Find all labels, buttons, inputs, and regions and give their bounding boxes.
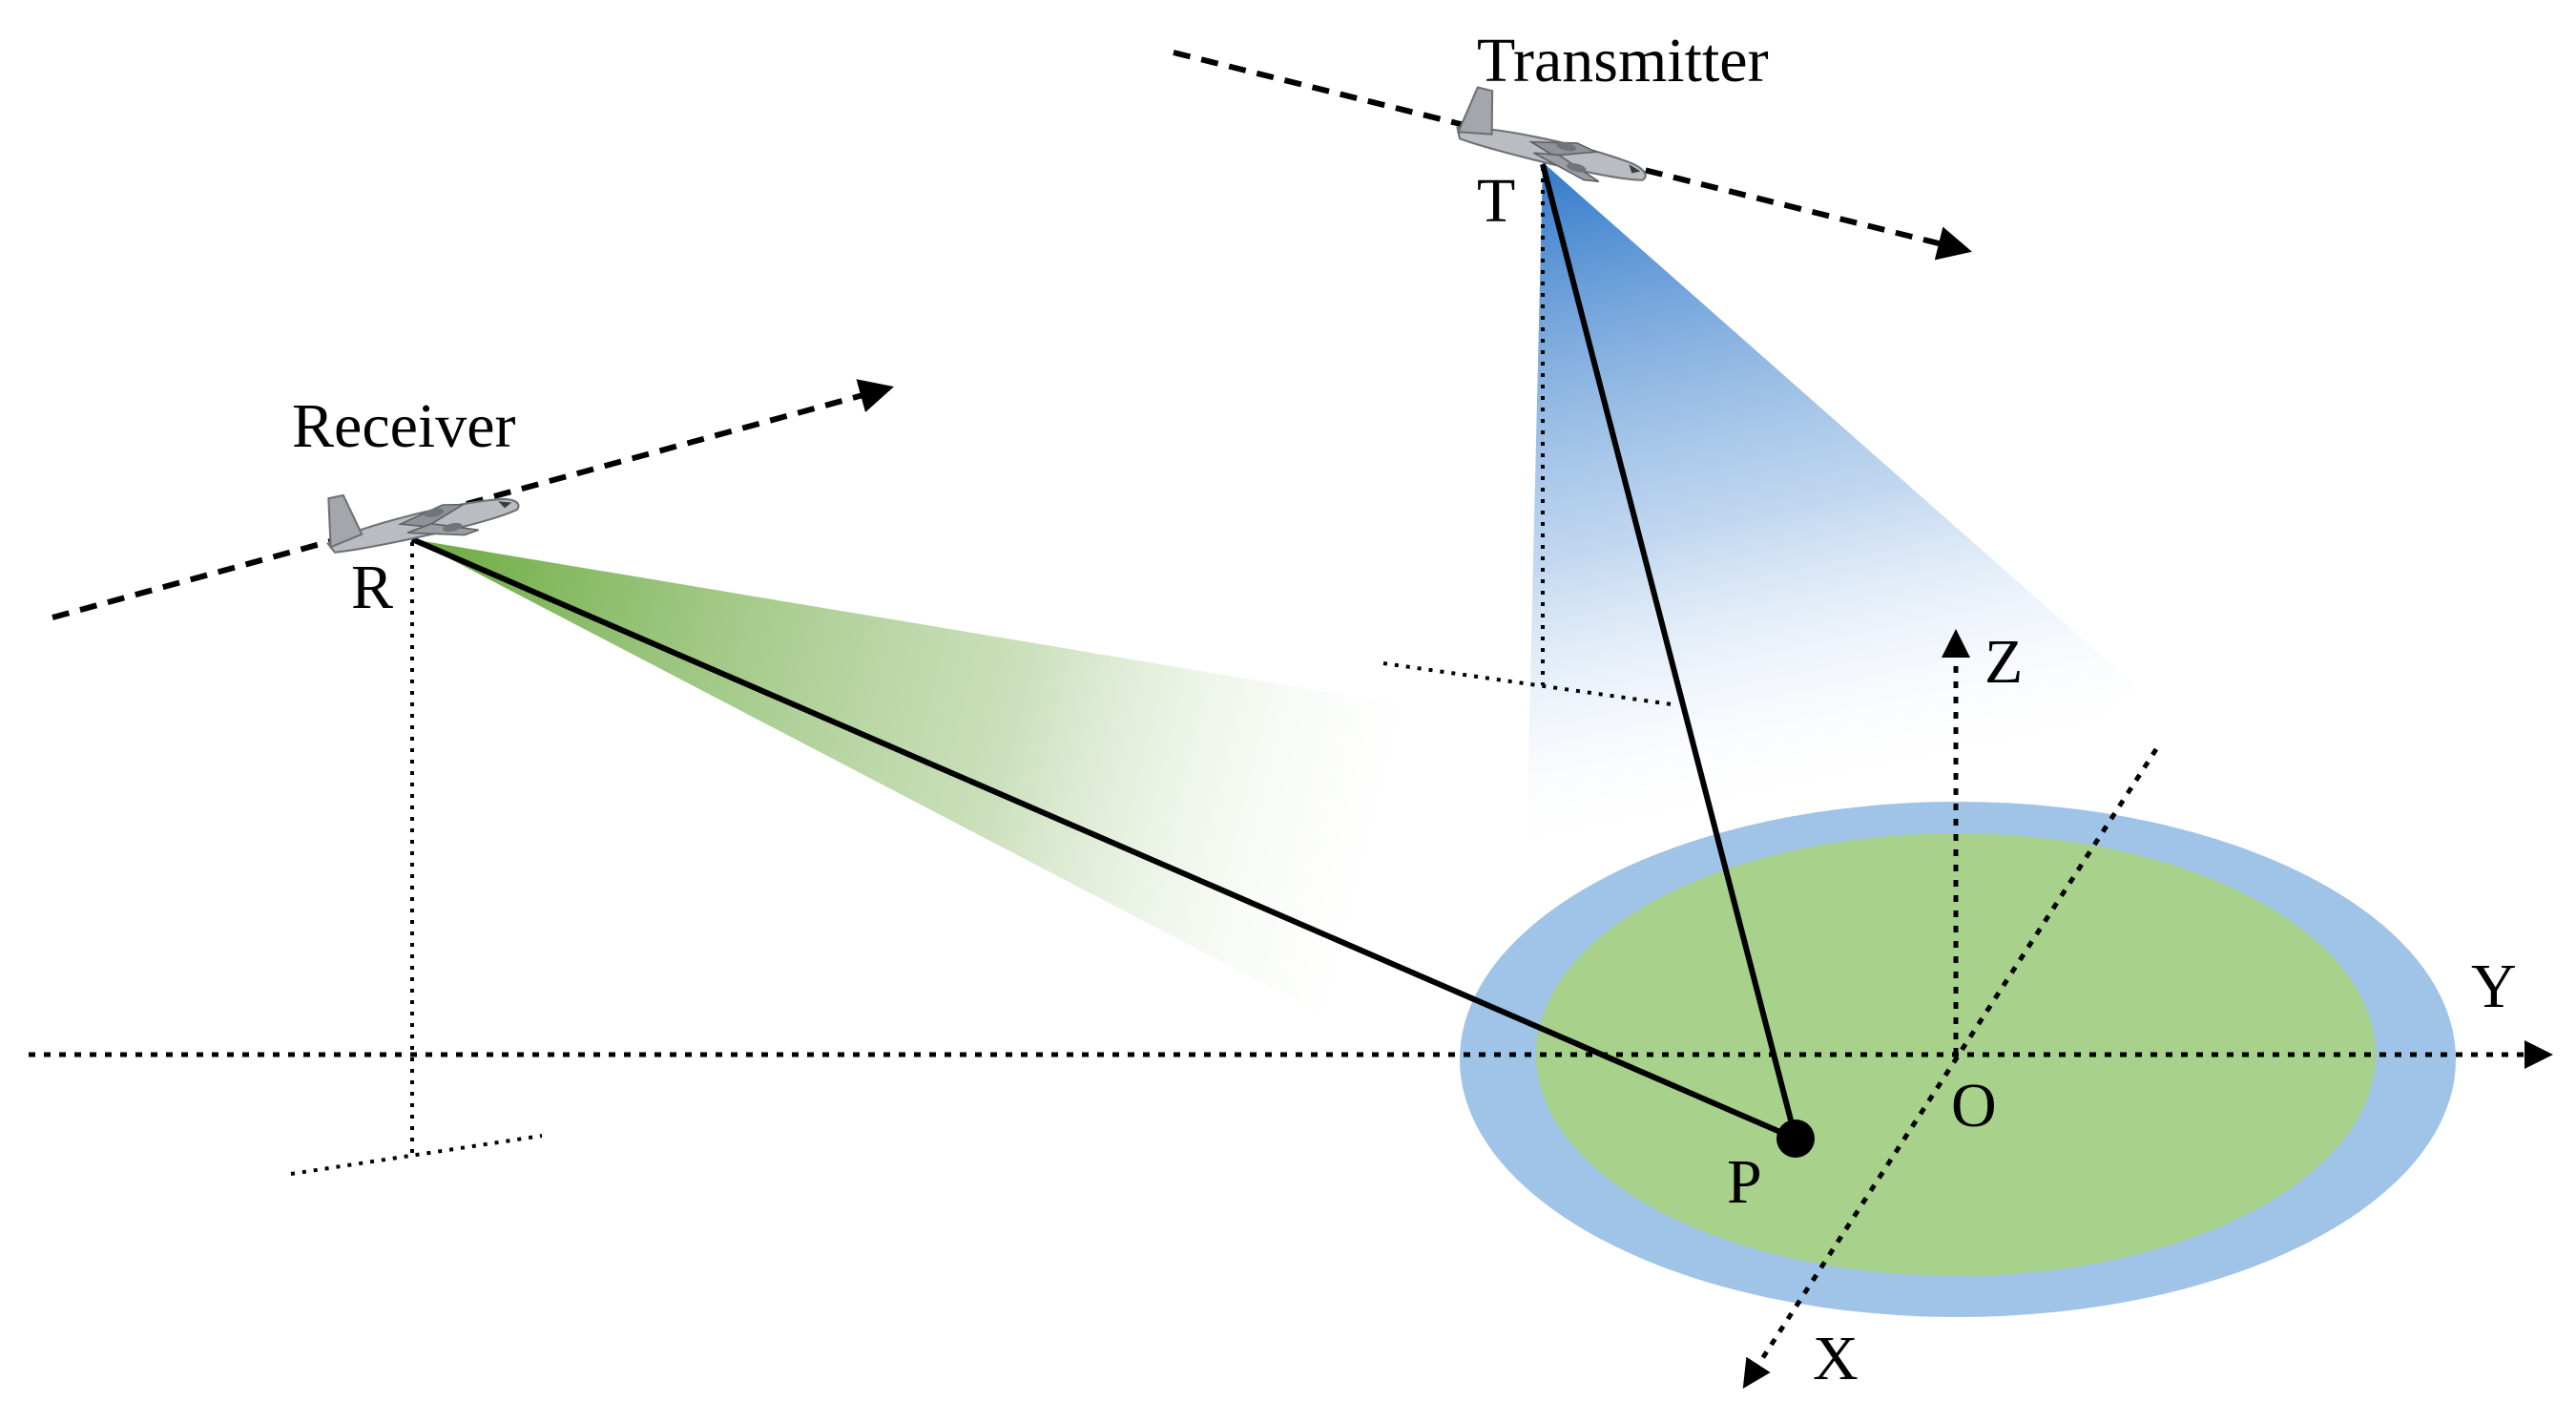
point-t-label: T xyxy=(1477,166,1515,236)
axis-x-label: X xyxy=(1813,1324,1859,1393)
target-point xyxy=(1776,1120,1815,1158)
receiver-beam xyxy=(412,539,1441,1021)
transmitter-beam xyxy=(1488,162,2137,983)
point-p-label: P xyxy=(1727,1147,1762,1217)
origin-o-label: O xyxy=(1951,1071,1997,1140)
transmitter-to-target-line xyxy=(1540,163,1798,1140)
transmitter-ground-track xyxy=(1382,661,1672,706)
receiver-aircraft-icon xyxy=(318,458,524,565)
receiver-to-target-line xyxy=(410,536,1797,1141)
x-axis-line xyxy=(1742,747,2159,1390)
receiver-ground-track xyxy=(290,1134,543,1176)
receiver-label: Receiver xyxy=(292,391,516,461)
axis-y-label: Y xyxy=(2471,952,2517,1021)
axis-z-label: Z xyxy=(1984,627,2023,697)
point-r-label: R xyxy=(351,553,393,622)
transmitter-label: Transmitter xyxy=(1477,26,1769,95)
